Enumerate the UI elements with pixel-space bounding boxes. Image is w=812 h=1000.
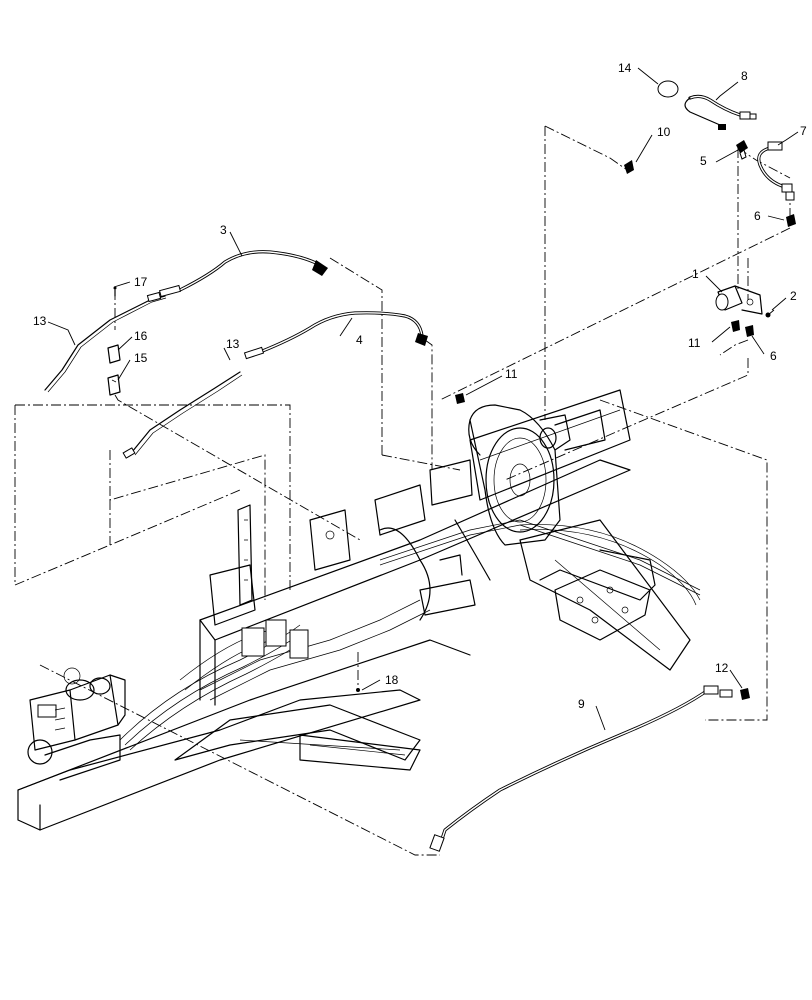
callout-16: 16 xyxy=(134,329,148,343)
blower-fan-assembly xyxy=(468,404,606,546)
part-6-nut-upper xyxy=(786,214,796,227)
callout-3: 3 xyxy=(220,223,227,237)
callout-7: 7 xyxy=(800,124,807,138)
part-11-fitting-upper xyxy=(731,320,740,332)
callout-13-right: 13 xyxy=(226,337,240,351)
callout-10: 10 xyxy=(657,125,671,139)
callout-leaders xyxy=(47,67,799,731)
callout-18: 18 xyxy=(385,673,399,687)
part-6-nut-lower xyxy=(745,325,754,337)
callout-6-upper: 6 xyxy=(754,209,761,223)
callout-12: 12 xyxy=(715,661,729,675)
part-2-screw xyxy=(765,309,775,318)
part-1-valve xyxy=(715,285,763,315)
part-18-bolt xyxy=(356,688,360,692)
part-3-hose xyxy=(158,250,328,298)
part-9-hose xyxy=(429,685,719,852)
callout-13-left: 13 xyxy=(33,314,47,328)
part-5-fitting xyxy=(736,140,748,160)
callout-11-lower: 11 xyxy=(505,367,518,381)
callout-11-upper: 11 xyxy=(688,336,701,350)
part-17-bolt xyxy=(113,286,117,297)
callout-1: 1 xyxy=(692,267,699,281)
part-7-hose xyxy=(757,141,795,201)
callout-labels: 14 8 10 5 7 6 1 2 11 6 11 3 4 17 13 13 1… xyxy=(33,61,807,711)
callout-15: 15 xyxy=(134,351,148,365)
part-13-tube-lower xyxy=(122,371,243,459)
part-4-hose xyxy=(243,311,428,360)
part-12-fitting xyxy=(719,688,750,700)
callout-14: 14 xyxy=(618,61,632,75)
callout-2: 2 xyxy=(790,289,797,303)
callout-8: 8 xyxy=(741,69,748,83)
frame-structure xyxy=(17,389,701,831)
part-16-clamp xyxy=(107,344,121,364)
part-11-fitting-lower xyxy=(455,393,465,404)
callout-4: 4 xyxy=(356,333,363,347)
part-14-cap xyxy=(657,80,679,98)
alignment-lines xyxy=(14,125,791,856)
part-15-clamp xyxy=(107,374,121,396)
callout-9: 9 xyxy=(578,697,585,711)
callout-17: 17 xyxy=(134,275,148,289)
part-10-fitting xyxy=(624,160,634,174)
part-13-tube-upper xyxy=(44,291,167,393)
hydraulic-power-unit xyxy=(27,667,126,781)
callout-5: 5 xyxy=(700,154,707,168)
callout-6-lower: 6 xyxy=(770,349,777,363)
part-8-hose xyxy=(684,94,757,130)
